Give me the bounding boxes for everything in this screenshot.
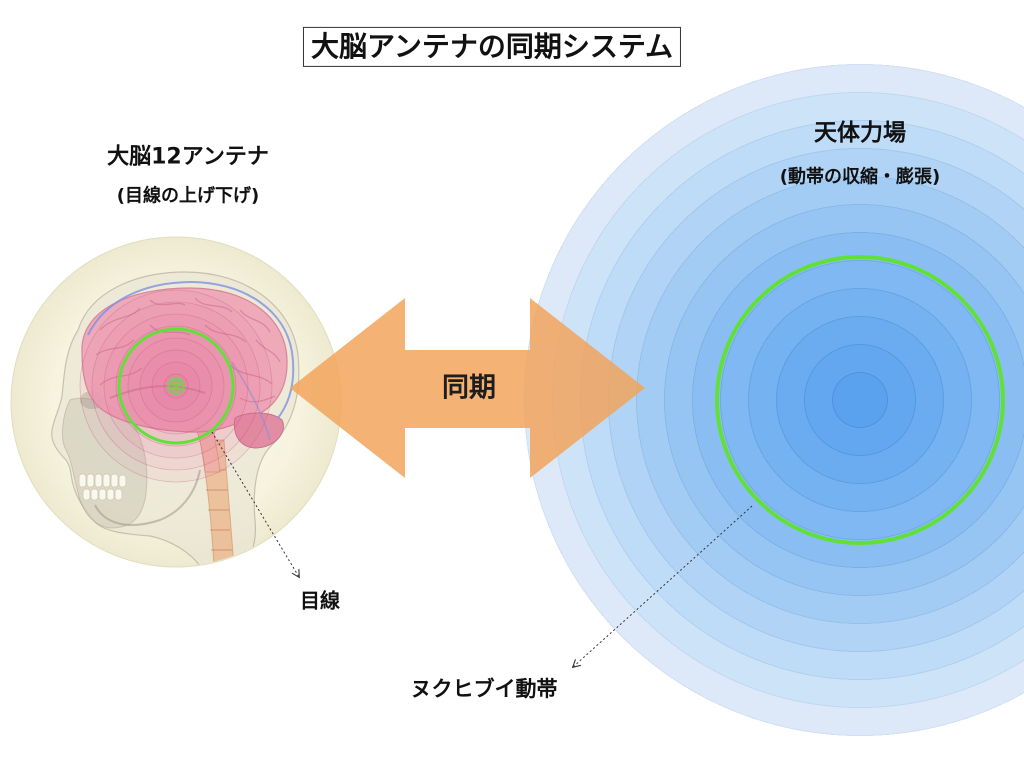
tooth xyxy=(118,474,127,488)
antenna-ring xyxy=(91,301,261,471)
field-heading: 天体力場 xyxy=(814,119,906,146)
brain-gyrus-line xyxy=(99,307,141,331)
tooth xyxy=(102,473,111,488)
brain-gyrus-line xyxy=(149,299,186,306)
tooth xyxy=(94,473,103,488)
brain-antenna-illustration xyxy=(10,236,342,568)
brain-gyrus-line xyxy=(239,309,271,333)
brain-gyrus-line xyxy=(149,324,191,336)
brain-gyrus-line xyxy=(95,339,135,356)
teeth xyxy=(78,473,127,501)
antenna-ring xyxy=(139,349,213,423)
band-pointer-label: ヌクヒブイ動帯 xyxy=(410,676,558,701)
brain-gyrus-line xyxy=(239,395,276,403)
antenna-ring xyxy=(151,361,201,411)
brain-gyrus-line xyxy=(204,324,247,343)
tooth xyxy=(98,488,107,501)
gaze-pointer-line xyxy=(211,431,299,577)
tooth xyxy=(82,488,91,501)
antenna-subheading: (目線の上げ下げ) xyxy=(116,185,260,207)
field-subheading: (動帯の収縮・膨張) xyxy=(779,166,941,188)
head-anatomy xyxy=(51,271,300,566)
tooth xyxy=(90,488,99,501)
brain-gyrus-line xyxy=(194,297,233,313)
vessel-line xyxy=(231,361,271,441)
antenna-ring xyxy=(79,289,273,483)
tooth xyxy=(114,488,123,501)
antenna-core-icon xyxy=(167,377,185,395)
brain-gyrus-line xyxy=(99,367,143,386)
tooth xyxy=(110,473,119,488)
core-icon-petal xyxy=(170,379,178,386)
core-icon-petal xyxy=(170,386,178,393)
antenna-ring xyxy=(127,337,225,435)
page-title: 大脳アンテナの同期システム xyxy=(302,26,682,68)
core-icon-outline xyxy=(167,377,185,395)
antenna-highlight-ring xyxy=(117,327,235,445)
jaw-line xyxy=(94,469,201,526)
sync-label: 同期 xyxy=(442,372,496,404)
antenna-concentric-rings xyxy=(79,289,273,483)
antenna-ring xyxy=(115,325,237,447)
brainstem xyxy=(195,427,221,473)
vessel-line xyxy=(87,280,295,419)
tooth xyxy=(86,473,95,488)
brain-gyrus-line xyxy=(255,339,281,363)
antenna-ring xyxy=(103,313,249,459)
field-highlight-ring xyxy=(715,255,1005,545)
core-icon-center xyxy=(174,384,178,388)
tooth xyxy=(106,488,115,501)
brain-gyrus-line xyxy=(229,364,273,385)
band-pointer-line xyxy=(573,505,753,667)
core-icon-petal xyxy=(174,386,182,393)
gaze-pointer-label: 目線 xyxy=(300,588,340,613)
tooth xyxy=(78,473,87,488)
brain-cerebrum xyxy=(81,287,288,433)
core-icon-petal xyxy=(174,379,182,386)
cerebellum xyxy=(233,412,284,449)
sync-double-arrow xyxy=(290,298,645,478)
blood-vessels xyxy=(87,280,295,441)
antenna-heading: 大脳12アンテナ xyxy=(107,144,269,170)
